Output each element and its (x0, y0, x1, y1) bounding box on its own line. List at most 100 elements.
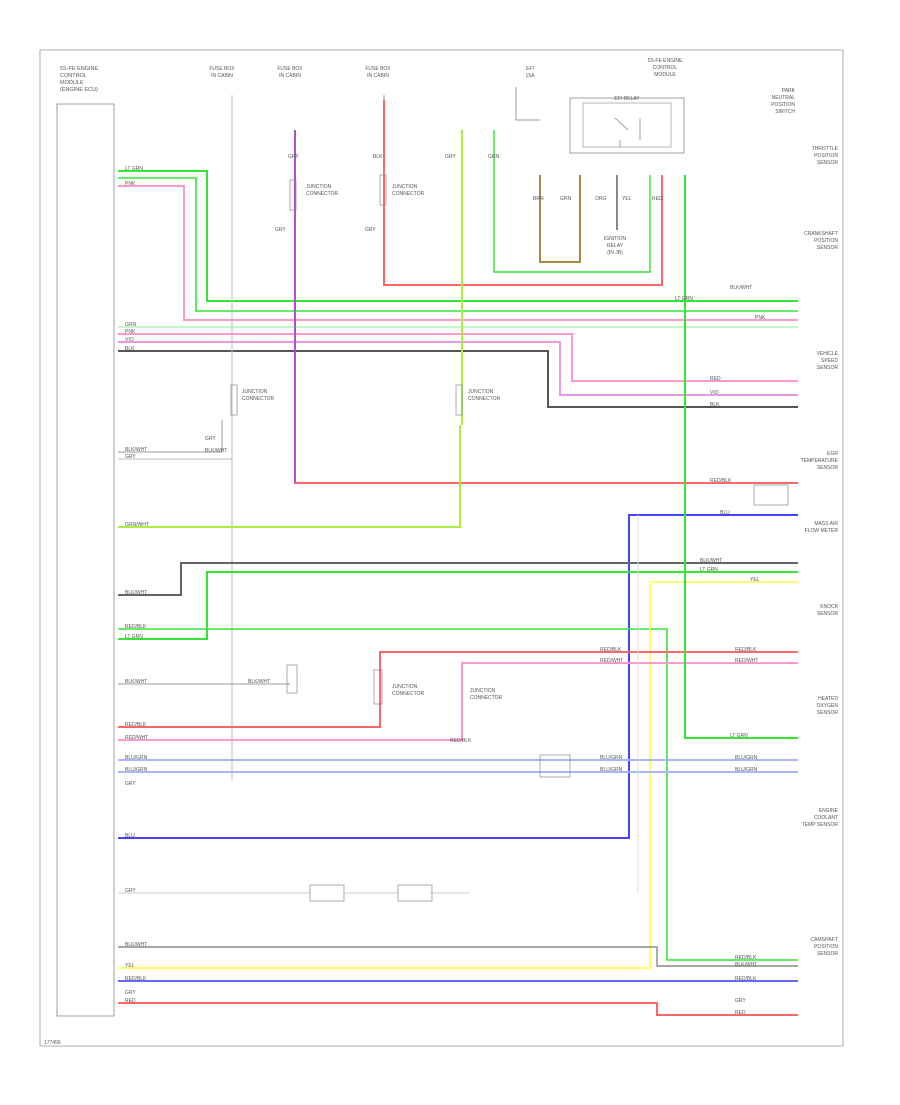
label-relay-right: 5S-FE ENGINE (648, 58, 683, 64)
wire-code-blu: BLU (125, 833, 135, 839)
label-fuse-2: IN CABIN (279, 73, 301, 79)
connector-mark (397, 884, 433, 902)
relay-inner (582, 102, 672, 148)
wire-code-org: ORG (595, 196, 607, 202)
wire-code-blugrn: BLU/GRN (125, 755, 148, 761)
label-ignition-relay: (IN JB) (607, 250, 623, 256)
label-junction-5: JUNCTION (392, 684, 418, 690)
wire-code-ltgrn: LT GRN (700, 567, 718, 573)
label-egr-sensor: SENSOR (817, 465, 839, 471)
wire-blue-v (118, 514, 798, 839)
label-throttle-sensor: SENSOR (817, 160, 839, 166)
wire-code-blkwht: BLK/WHT (735, 962, 757, 968)
ecm-title-line: 5S-FE ENGINE (60, 66, 99, 72)
label-crank-sensor: CRANKSHAFT (804, 231, 838, 237)
wire-code-gry: GRY (288, 154, 299, 160)
connector-mark (230, 384, 238, 416)
wire-code-grn: GRN (560, 196, 572, 202)
wire-code-pnk: PNK (755, 315, 766, 321)
label-junction-1: JUNCTION (306, 184, 332, 190)
wire-ltgrn-1 (118, 170, 798, 302)
wire-code-blu: BLU (720, 510, 730, 516)
label-fuse-3: FUSE BOX (365, 66, 391, 72)
connector-mark (379, 174, 387, 206)
wire-code-blkwht: BLK/WHT (700, 558, 722, 564)
wire-lime (118, 425, 461, 528)
label-efi: 15A (526, 73, 536, 79)
label-junction-2: JUNCTION (392, 184, 418, 190)
label-ignition-relay: RELAY (607, 243, 624, 249)
wire-code-blk: BLK (373, 154, 383, 160)
wire-code-redblk: RED/BLK (600, 647, 622, 653)
label-ignition-relay: IGNITION (604, 236, 627, 242)
wire-code-redblk: RED/BLK (735, 647, 757, 653)
wire-code-red: RED (125, 998, 136, 1004)
wire-code-redwht: RED/WHT (125, 735, 148, 741)
footer-code: 177456 (44, 1040, 61, 1046)
label-air-flow: MASS AIR (814, 521, 838, 527)
label-coolant-sensor: TEMP SENSOR (802, 822, 839, 828)
label-junction-1: CONNECTOR (306, 191, 339, 197)
wire-code-gry: GRY (125, 990, 136, 996)
wire-blk-b (118, 946, 798, 967)
label-efi: EFI (526, 66, 534, 72)
label-fuse-1: IN CABIN (211, 73, 233, 79)
label-vehicle-speed: SPEED (821, 358, 838, 364)
wire-code-blkwht: BLK/WHT (730, 285, 752, 291)
wire-code-ltgrn: LT GRN (125, 634, 143, 640)
wire-code-blkwht: BLK/WHT (248, 679, 270, 685)
wire-code-gry: GRY (125, 454, 136, 460)
wire-code-grnwht: GRN/WHT (125, 522, 149, 528)
ecm-title-line: (ENGINE ECU) (60, 87, 98, 93)
wire-code-grn: GRN (488, 154, 500, 160)
wire-code-pnk: PNK (125, 181, 136, 187)
wire-code-grn: GRN (125, 322, 137, 328)
connector-mark (455, 384, 463, 416)
connector-mark (289, 179, 297, 211)
connector-mark (753, 484, 789, 506)
wire-code-redblk: RED/BLK (125, 976, 147, 982)
label-egr-sensor: TEMPERATURE (801, 458, 839, 464)
label-o2-sensor: HEATED (818, 696, 838, 702)
wire-pink-1 (118, 185, 798, 321)
ecm-box (56, 103, 115, 1017)
label-junction-6: JUNCTION (470, 688, 496, 694)
ecm-title-line: CONTROL (60, 73, 87, 79)
wire-code-blugrn: BLU/GRN (600, 755, 623, 761)
wire-code-gry: GRY (275, 227, 286, 233)
wire-grn-4 (118, 628, 798, 961)
wire-code-pnk: PNK (125, 329, 136, 335)
wire-code-blk: BLK (125, 346, 135, 352)
wire-grn-5 (684, 175, 798, 739)
wire-code-redblk: RED/BLK (735, 955, 757, 961)
label-vehicle-speed: SENSOR (817, 365, 839, 371)
label-junction-4: CONNECTOR (468, 396, 501, 402)
label-throttle-sensor: POSITION (814, 153, 838, 159)
label-fuse-3: IN CABIN (367, 73, 389, 79)
wire-ltgrn-1b (118, 177, 798, 312)
label-coolant-sensor: ENGINE (819, 808, 839, 814)
relay-switch-icon (614, 117, 641, 147)
wire-code-blkwht: BLK/WHT (125, 942, 147, 948)
label-knock-sensor: KNOCK (820, 604, 838, 610)
wire-code-ltgrn: LT GRN (675, 296, 693, 302)
label-junction-3: JUNCTION (242, 389, 268, 395)
connector-mark (309, 884, 345, 902)
wire-grn-relay (493, 130, 651, 273)
label-park-neutral: POSITION (771, 102, 795, 108)
wire-code-gry: GRY (125, 888, 136, 894)
label-relay-right: CONTROL (653, 65, 678, 71)
wire-blk-2 (118, 350, 798, 408)
wire-red-1 (118, 651, 798, 728)
wire-code-red: RED (735, 1010, 746, 1016)
wire-code-gry: GRY (205, 436, 216, 442)
wire-code-red: RED (710, 376, 721, 382)
wire-code-redblk: RED/BLK (125, 624, 147, 630)
wire-red-b (118, 1002, 798, 1016)
wire-code-ltgrn: LT GRN (730, 733, 748, 739)
ecm-title-line: MODULE (60, 80, 84, 86)
label-fuse-2: FUSE BOX (277, 66, 303, 72)
